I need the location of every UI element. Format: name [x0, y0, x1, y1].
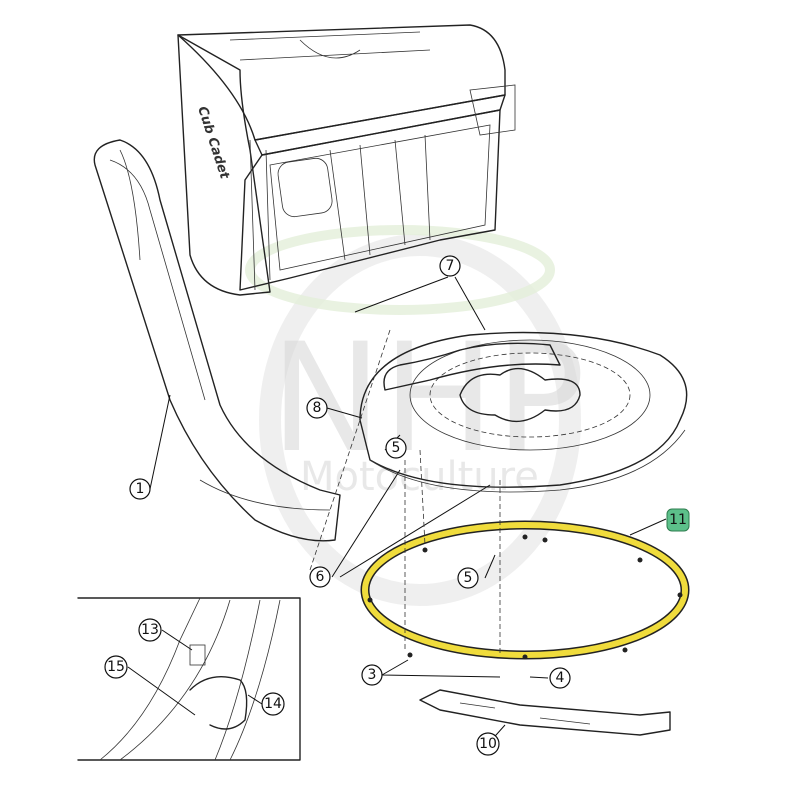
- callout-8: 8: [306, 397, 328, 419]
- callout-11: 11: [666, 508, 690, 532]
- callout-label: 6: [316, 569, 325, 585]
- callout-14: 14: [261, 692, 285, 716]
- callout-3: 3: [361, 664, 383, 686]
- callout-label: 7: [446, 258, 455, 274]
- callout-1: 1: [129, 478, 151, 500]
- callout-label: 3: [368, 667, 377, 683]
- callout-label: 11: [669, 512, 687, 528]
- callout-15: 15: [104, 655, 128, 679]
- callout-label: 13: [141, 622, 159, 638]
- detail-inset: [77, 597, 301, 761]
- callout-label: 4: [556, 670, 565, 686]
- discharge-chute: [93, 139, 341, 542]
- mower-deck: [359, 331, 688, 493]
- callout-7: 7: [439, 255, 461, 277]
- cub-cadet-logo: Cub Cadet: [194, 105, 232, 182]
- callout-5-lower: 5: [457, 567, 479, 589]
- callout-label: 5: [392, 440, 401, 456]
- callout-10: 10: [476, 732, 500, 756]
- mower-blade: [419, 689, 671, 736]
- callout-label: 10: [479, 736, 497, 752]
- watermark-sub: Motoculture: [300, 454, 539, 500]
- callout-label: 1: [136, 481, 145, 497]
- deck-ring-part-11: [360, 520, 690, 660]
- callout-5-upper: 5: [385, 437, 407, 459]
- callout-label: 5: [464, 570, 473, 586]
- callout-13: 13: [138, 618, 162, 642]
- callout-label: 8: [313, 400, 322, 416]
- callout-6: 6: [309, 566, 331, 588]
- callout-4: 4: [549, 667, 571, 689]
- callout-label: 14: [264, 696, 282, 712]
- callout-label: 15: [107, 659, 125, 675]
